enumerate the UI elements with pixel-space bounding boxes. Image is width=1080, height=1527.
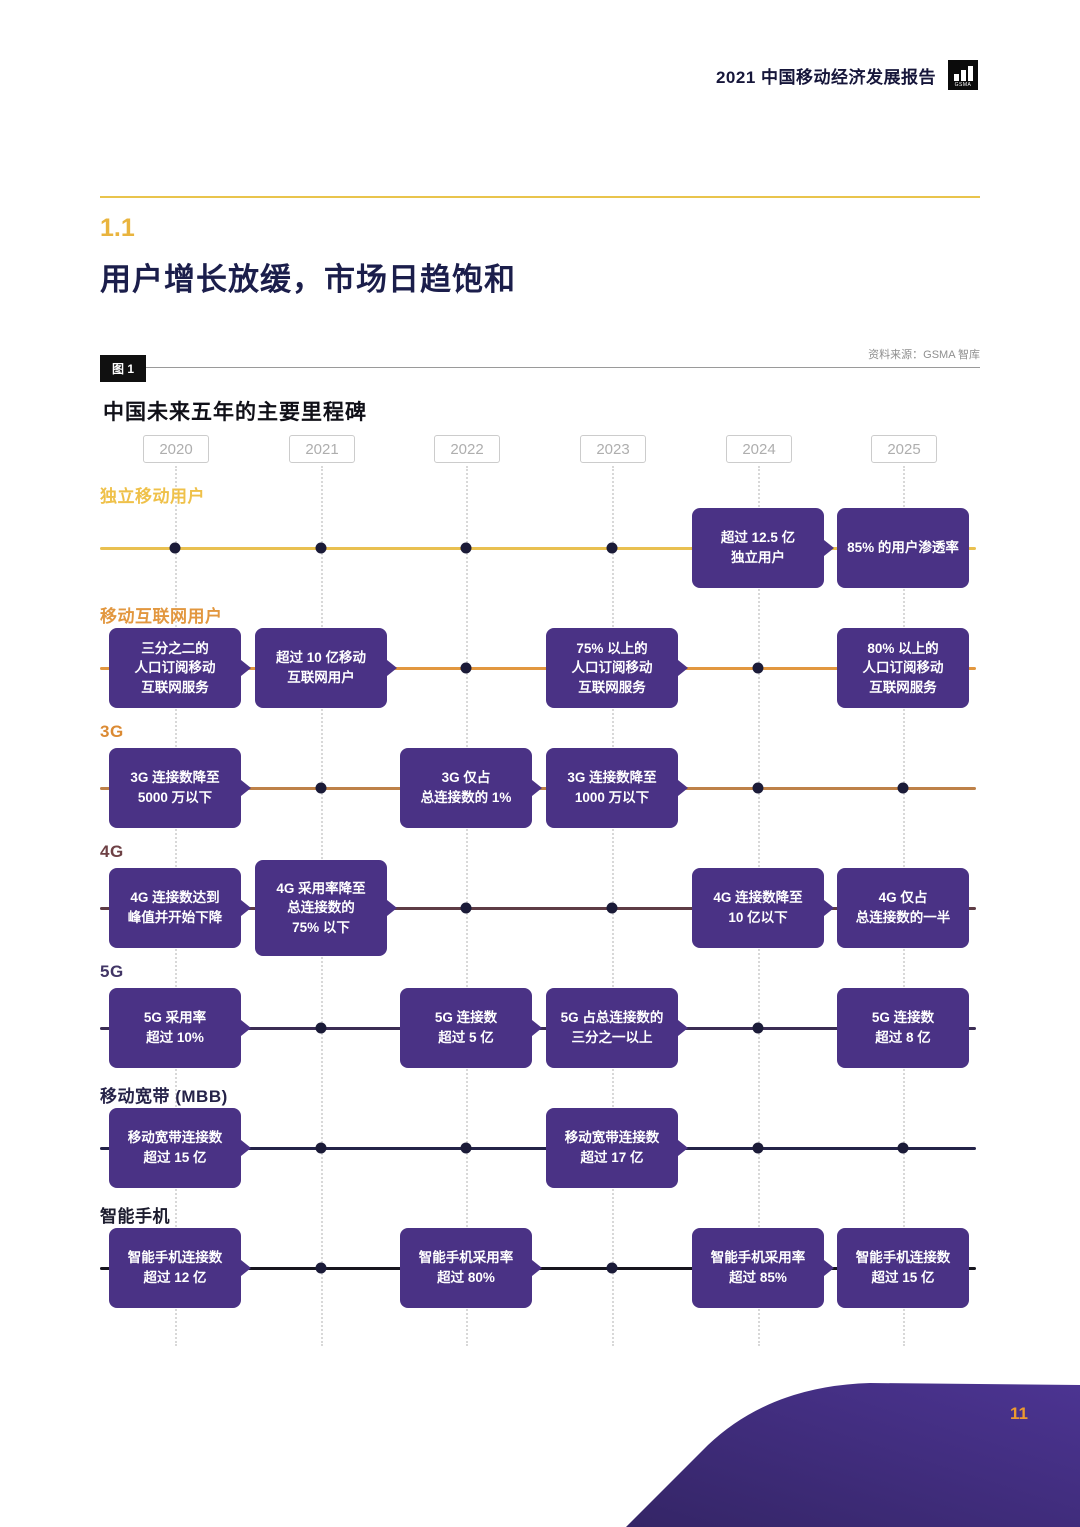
milestone-text: 5G 连接数 超过 8 亿 bbox=[871, 1010, 935, 1045]
timeline-dot bbox=[606, 1262, 618, 1274]
row-label-3g: 3G bbox=[100, 722, 124, 741]
timeline-dot bbox=[606, 542, 618, 554]
timeline-dot bbox=[460, 662, 472, 674]
milestone-box: 智能手机连接数 超过 12 亿 bbox=[109, 1228, 241, 1308]
milestone-box: 80% 以上的 人口订阅移动 互联网服务 bbox=[837, 628, 969, 708]
milestone-box: 85% 的用户渗透率 bbox=[837, 508, 969, 588]
milestone-box: 4G 采用率降至 总连接数的 75% 以下 bbox=[255, 860, 387, 956]
milestone-box: 智能手机采用率 超过 80% bbox=[400, 1228, 532, 1308]
milestone-box: 超过 10 亿移动 互联网用户 bbox=[255, 628, 387, 708]
timeline-dot bbox=[315, 1262, 327, 1274]
timeline-dot bbox=[169, 542, 181, 554]
page-number: 11 bbox=[1010, 1404, 1028, 1423]
year-header-2025: 2025 bbox=[871, 435, 937, 463]
timeline-line bbox=[100, 907, 976, 910]
milestone-box: 3G 仅占 总连接数的 1% bbox=[400, 748, 532, 828]
milestone-box: 3G 连接数降至 1000 万以下 bbox=[546, 748, 678, 828]
figure-source: 资料来源：GSMA 智库 bbox=[868, 349, 980, 361]
timeline-dot bbox=[315, 542, 327, 554]
milestone-box: 5G 连接数 超过 5 亿 bbox=[400, 988, 532, 1068]
milestone-box: 智能手机连接数 超过 15 亿 bbox=[837, 1228, 969, 1308]
milestone-box: 4G 连接数降至 10 亿以下 bbox=[692, 868, 824, 948]
milestone-text: 智能手机连接数 超过 12 亿 bbox=[127, 1250, 223, 1285]
footer-swoosh-graphic bbox=[626, 1383, 1080, 1527]
chart-title: 中国未来五年的主要里程碑 bbox=[103, 401, 367, 424]
timeline-dot bbox=[606, 902, 618, 914]
milestone-text: 5G 采用率 超过 10% bbox=[143, 1010, 207, 1045]
milestone-text: 3G 连接数降至 1000 万以下 bbox=[567, 770, 657, 805]
milestone-text: 5G 连接数 超过 5 亿 bbox=[434, 1010, 498, 1045]
milestone-text: 80% 以上的 人口订阅移动 互联网服务 bbox=[862, 640, 944, 695]
timeline-dot bbox=[752, 1142, 764, 1154]
gsma-logo-icon: GSMA bbox=[948, 60, 978, 90]
milestone-box: 移动宽带连接数 超过 15 亿 bbox=[109, 1108, 241, 1188]
timeline-dot bbox=[752, 662, 764, 674]
year-header-2023: 2023 bbox=[580, 435, 646, 463]
timeline-line bbox=[100, 1147, 976, 1150]
timeline-dot bbox=[315, 1022, 327, 1034]
timeline-line bbox=[100, 547, 976, 550]
timeline-dot bbox=[752, 782, 764, 794]
milestone-text: 智能手机采用率 超过 80% bbox=[418, 1250, 514, 1285]
timeline-dot bbox=[460, 902, 472, 914]
page-header: 2021 中国移动经济发展报告 GSMA bbox=[716, 60, 978, 90]
section-divider bbox=[100, 196, 980, 198]
milestone-text: 智能手机连接数 超过 15 亿 bbox=[855, 1250, 951, 1285]
milestone-box: 5G 采用率 超过 10% bbox=[109, 988, 241, 1068]
row-label-unique-mobile-users: 独立移动用户 bbox=[100, 487, 205, 506]
bar-chart-icon bbox=[952, 66, 974, 81]
milestone-text: 4G 连接数降至 10 亿以下 bbox=[713, 890, 803, 925]
figure-header: 资料来源：GSMA 智库 图 1 bbox=[100, 344, 980, 386]
milestone-box: 5G 占总连接数的 三分之一以上 bbox=[546, 988, 678, 1068]
timeline-dot bbox=[315, 782, 327, 794]
milestone-text: 5G 占总连接数的 三分之一以上 bbox=[560, 1010, 664, 1045]
row-label-smartphone: 智能手机 bbox=[100, 1207, 170, 1226]
year-header-2021: 2021 bbox=[289, 435, 355, 463]
milestone-text: 3G 连接数降至 5000 万以下 bbox=[130, 770, 220, 805]
milestone-text: 移动宽带连接数 超过 17 亿 bbox=[564, 1130, 660, 1165]
milestone-text: 超过 10 亿移动 互联网用户 bbox=[275, 650, 367, 685]
year-header-2024: 2024 bbox=[726, 435, 792, 463]
report-title: 2021 中国移动经济发展报告 bbox=[715, 67, 936, 87]
milestone-box: 4G 连接数达到 峰值并开始下降 bbox=[109, 868, 241, 948]
milestone-text: 超过 12.5 亿 独立用户 bbox=[720, 530, 796, 565]
gsma-logo-text: GSMA bbox=[954, 82, 972, 88]
timeline-dot bbox=[897, 1142, 909, 1154]
milestone-text: 75% 以上的 人口订阅移动 互联网服务 bbox=[571, 640, 653, 695]
milestone-box: 移动宽带连接数 超过 17 亿 bbox=[546, 1108, 678, 1188]
milestone-text: 3G 仅占 总连接数的 1% bbox=[420, 770, 512, 805]
milestone-text: 4G 采用率降至 总连接数的 75% 以下 bbox=[276, 880, 366, 935]
milestone-box: 5G 连接数 超过 8 亿 bbox=[837, 988, 969, 1068]
milestone-text: 移动宽带连接数 超过 15 亿 bbox=[127, 1130, 223, 1165]
milestone-box: 超过 12.5 亿 独立用户 bbox=[692, 508, 824, 588]
row-label-4g: 4G bbox=[100, 842, 124, 861]
milestone-box: 75% 以上的 人口订阅移动 互联网服务 bbox=[546, 628, 678, 708]
milestone-box: 3G 连接数降至 5000 万以下 bbox=[109, 748, 241, 828]
timeline-dot bbox=[460, 1142, 472, 1154]
milestone-box: 三分之二的 人口订阅移动 互联网服务 bbox=[109, 628, 241, 708]
milestone-box: 4G 仅占 总连接数的一半 bbox=[837, 868, 969, 948]
timeline-line bbox=[100, 667, 976, 670]
timeline-dot bbox=[752, 1022, 764, 1034]
row-label-5g: 5G bbox=[100, 962, 124, 981]
milestone-text: 智能手机采用率 超过 85% bbox=[710, 1250, 806, 1285]
milestone-box: 智能手机采用率 超过 85% bbox=[692, 1228, 824, 1308]
figure-divider bbox=[100, 367, 980, 368]
section-number: 1.1 bbox=[100, 214, 135, 242]
milestone-text: 三分之二的 人口订阅移动 互联网服务 bbox=[134, 640, 216, 695]
milestone-timeline-chart: 2020 2021 2022 2023 2024 2025 独立移动用户 超过 … bbox=[100, 430, 980, 1355]
milestone-text: 4G 连接数达到 峰值并开始下降 bbox=[127, 890, 223, 925]
milestone-text: 85% 的用户渗透率 bbox=[847, 540, 959, 556]
row-label-mbb: 移动宽带 (MBB) bbox=[100, 1087, 228, 1106]
row-label-mobile-internet-users: 移动互联网用户 bbox=[100, 607, 223, 626]
year-header-2020: 2020 bbox=[143, 435, 209, 463]
section-title: 用户增长放缓，市场日趋饱和 bbox=[100, 262, 516, 297]
timeline-dot bbox=[460, 542, 472, 554]
year-header-2022: 2022 bbox=[434, 435, 500, 463]
figure-label: 图 1 bbox=[100, 355, 147, 382]
milestone-text: 4G 仅占 总连接数的一半 bbox=[855, 890, 951, 925]
timeline-dot bbox=[315, 1142, 327, 1154]
timeline-dot bbox=[897, 782, 909, 794]
